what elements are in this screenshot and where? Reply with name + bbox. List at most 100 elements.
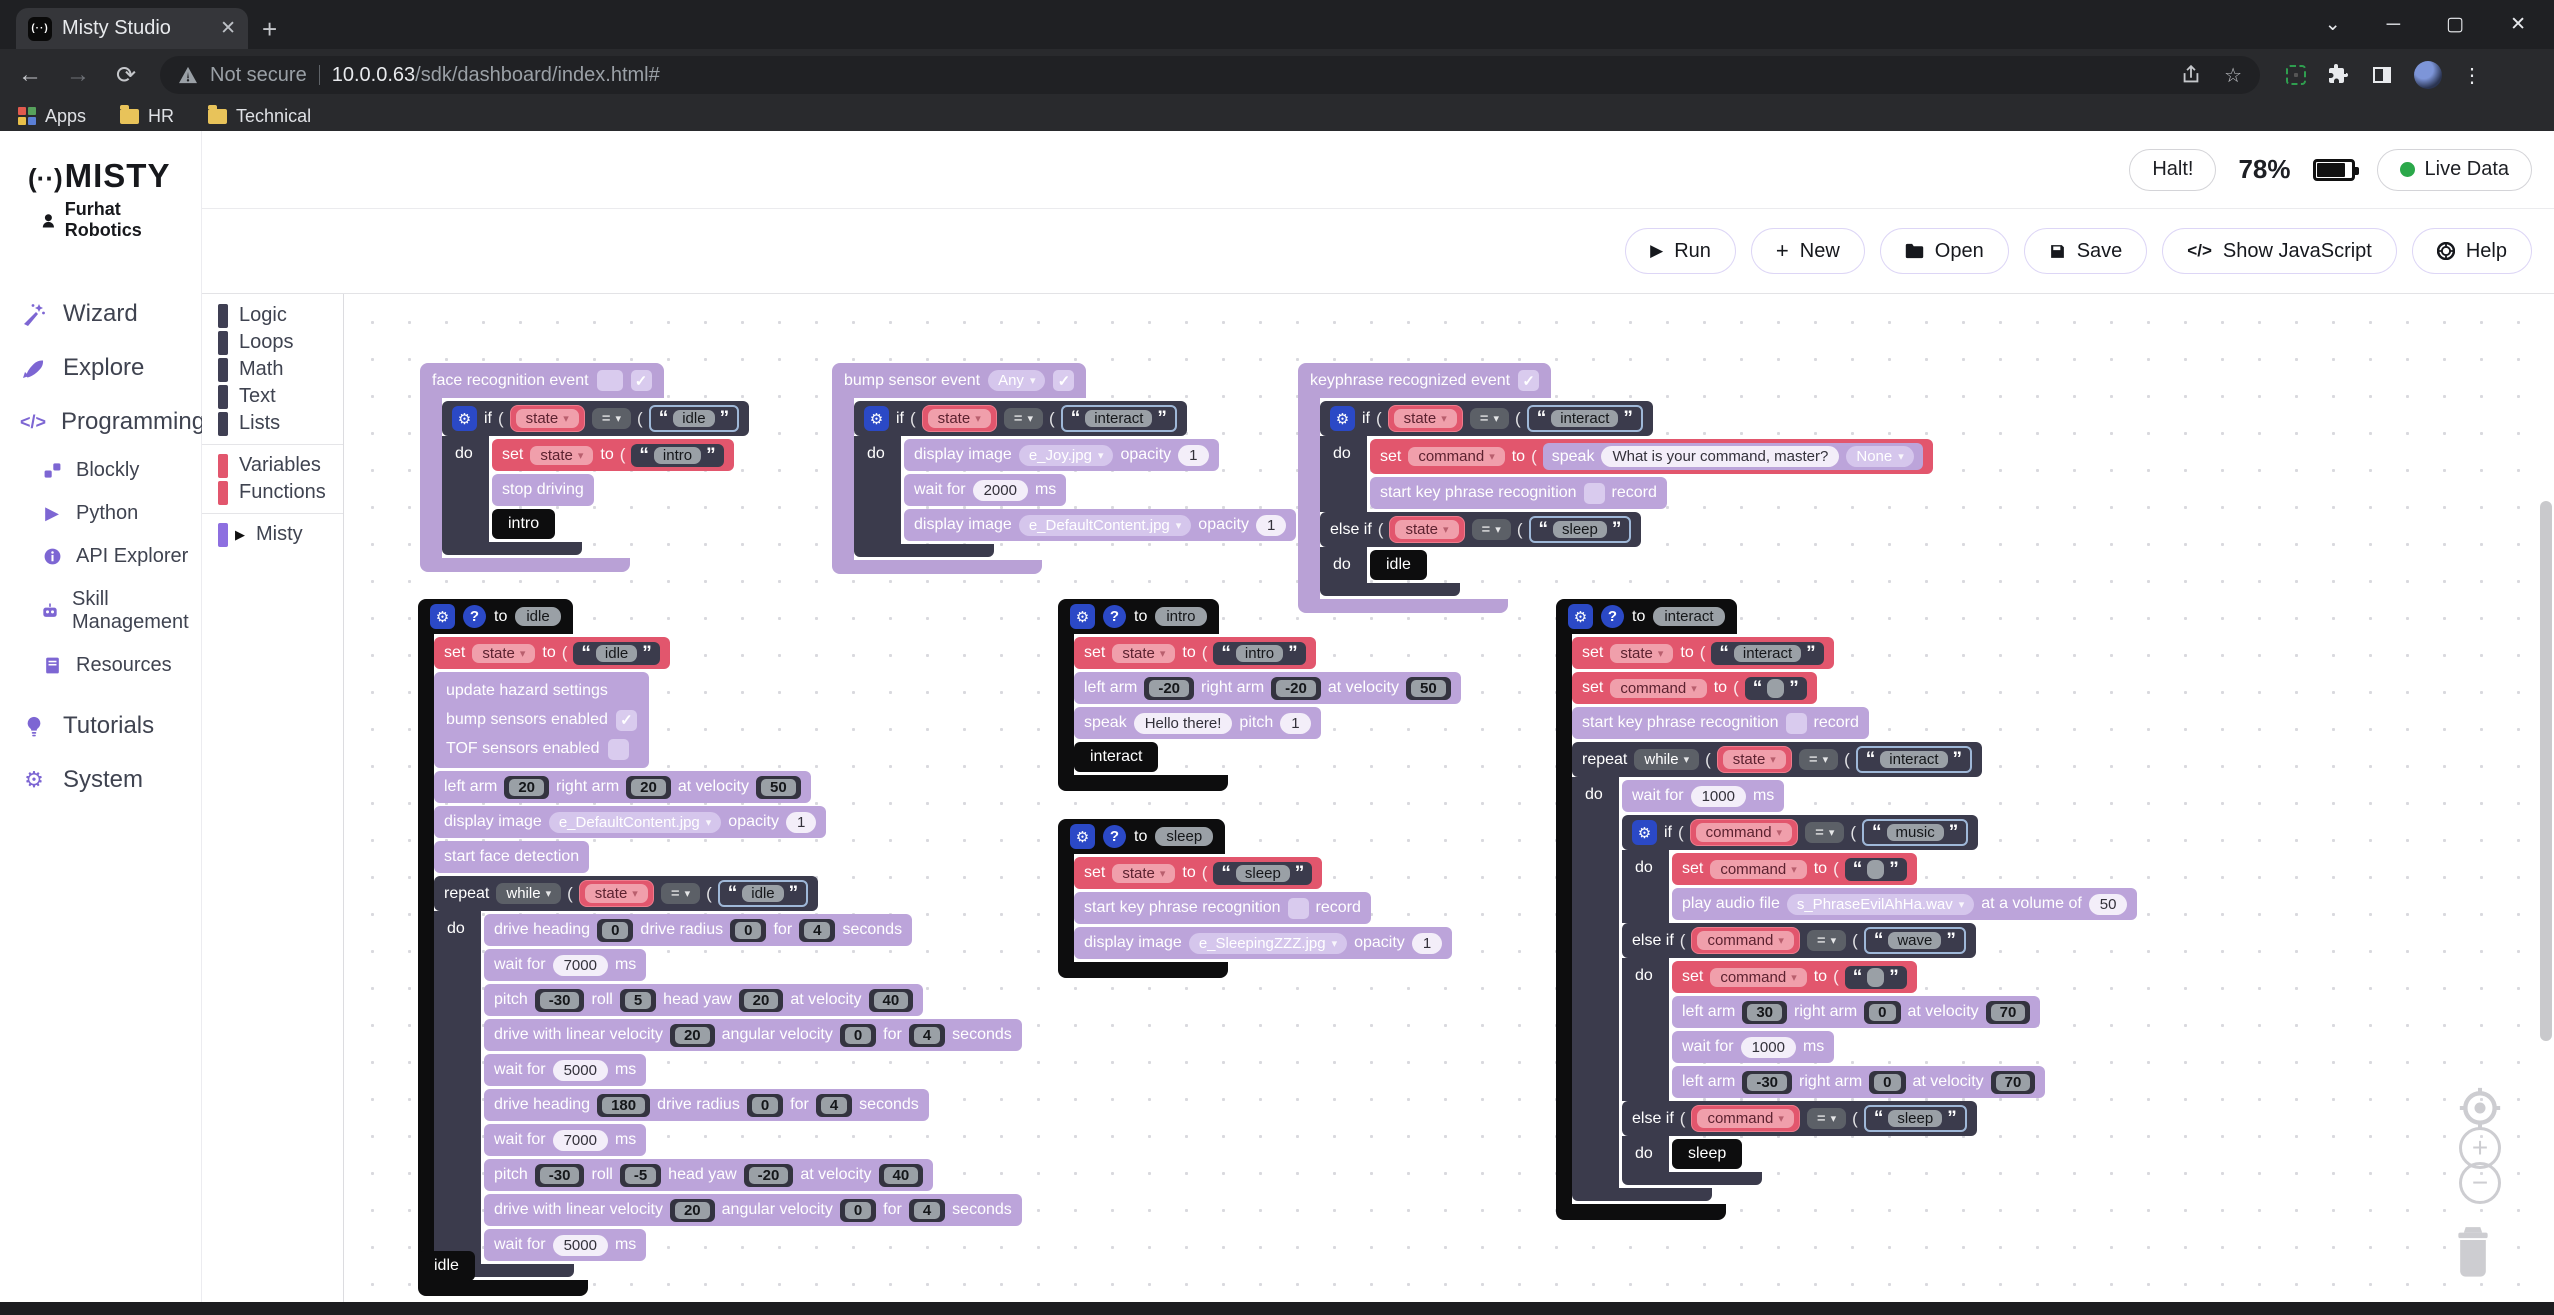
condition-row[interactable]: ⚙if(command▾=▾(“music”: [1622, 815, 1979, 850]
misty-statement-block[interactable]: stop driving: [492, 474, 594, 506]
number-socket[interactable]: 4: [799, 918, 836, 942]
number-value[interactable]: 0: [844, 1201, 872, 1219]
number-socket[interactable]: 0: [1864, 1000, 1901, 1024]
number-socket[interactable]: -20: [743, 1163, 794, 1187]
bookmark-apps[interactable]: Apps: [18, 106, 86, 127]
sidebar-item-wizard[interactable]: Wizard: [0, 287, 201, 341]
tab-close-icon[interactable]: ✕: [220, 18, 236, 39]
checkbox-field-checked[interactable]: ✓: [630, 370, 652, 391]
number-value[interactable]: -30: [539, 991, 580, 1009]
reload-icon[interactable]: ⟳: [115, 61, 137, 89]
string-block[interactable]: “intro”: [1213, 641, 1306, 665]
operator-dropdown[interactable]: while▾: [496, 883, 562, 904]
string-block[interactable]: “sleep”: [1863, 1105, 1967, 1132]
zoom-reset-button[interactable]: [2458, 1086, 2502, 1135]
text-field[interactable]: 2000: [972, 479, 1028, 501]
string-value[interactable]: sleep: [1888, 1110, 1943, 1127]
block-header[interactable]: keyphrase recognized event✓: [1298, 363, 1552, 398]
string-block[interactable]: “interact”: [1526, 405, 1643, 432]
number-value[interactable]: -30: [1747, 1073, 1788, 1091]
number-socket[interactable]: 20: [504, 775, 550, 799]
number-socket[interactable]: 5: [619, 988, 657, 1012]
sidebar-item-programming[interactable]: </> Programming: [20, 408, 206, 435]
checkbox-field-unchecked[interactable]: [1287, 897, 1309, 919]
mutator-gear-icon[interactable]: ⚙: [1070, 824, 1095, 849]
back-icon[interactable]: ←: [18, 61, 42, 88]
number-socket[interactable]: 20: [669, 1023, 715, 1047]
help-button[interactable]: Help: [2411, 228, 2532, 274]
mutator-gear-icon[interactable]: ⚙: [864, 406, 889, 431]
number-value[interactable]: 180: [602, 1096, 646, 1114]
string-value[interactable]: music: [1886, 824, 1944, 841]
operator-dropdown[interactable]: =▾: [1806, 1108, 1847, 1129]
variable-field[interactable]: command▾: [1710, 859, 1807, 879]
number-value[interactable]: 4: [804, 921, 831, 939]
string-value[interactable]: [1867, 859, 1885, 879]
mutator-gear-icon[interactable]: ⚙: [1568, 604, 1593, 629]
run-button[interactable]: ▶Run: [1625, 228, 1736, 274]
new-tab-button[interactable]: +: [262, 14, 278, 44]
number-socket[interactable]: 0: [1869, 1070, 1906, 1094]
number-value[interactable]: -5: [624, 1166, 657, 1184]
dropdown-field[interactable]: e_DefaultContent.jpg▾: [548, 811, 722, 833]
live-data-button[interactable]: Live Data: [2376, 148, 2532, 191]
dropdown-field[interactable]: e_SleepingZZZ.jpg▾: [1188, 932, 1348, 954]
string-value[interactable]: [1867, 967, 1885, 987]
string-block[interactable]: “idle”: [573, 641, 660, 665]
number-value[interactable]: 4: [820, 1096, 848, 1114]
number-socket[interactable]: 40: [868, 988, 914, 1012]
dropdown-field[interactable]: s_PhraseEvilAhHa.wav▾: [1786, 893, 1975, 915]
string-value[interactable]: interact: [1085, 410, 1153, 427]
variable-block[interactable]: state▾: [509, 405, 585, 432]
toolbox-category-lists[interactable]: Lists: [202, 410, 343, 437]
number-value[interactable]: 20: [743, 991, 779, 1009]
condition-row[interactable]: ⚙if(state▾=▾(“idle”: [442, 401, 750, 436]
chevron-down-icon[interactable]: ⌄: [2324, 14, 2341, 35]
share-icon[interactable]: [2180, 64, 2202, 86]
number-socket[interactable]: -5: [619, 1163, 662, 1187]
dropdown-field[interactable]: None▾: [1846, 446, 1914, 467]
number-value[interactable]: 40: [873, 991, 909, 1009]
sidebar-item-explore[interactable]: Explore: [0, 341, 201, 395]
function-name-field[interactable]: intro: [1155, 607, 1207, 626]
function-name-field[interactable]: interact: [1653, 607, 1725, 626]
toolbox-category-variables[interactable]: Variables: [202, 452, 343, 479]
text-field[interactable]: 1: [1178, 444, 1209, 466]
number-socket[interactable]: -20: [1271, 676, 1321, 700]
checkbox-field-unchecked[interactable]: [1785, 712, 1807, 734]
text-field[interactable]: 1: [1256, 514, 1287, 536]
number-value[interactable]: 30: [1747, 1003, 1783, 1021]
number-value[interactable]: 20: [631, 778, 666, 796]
function-name-field[interactable]: idle: [515, 607, 561, 626]
function-call-block[interactable]: idle: [418, 1251, 475, 1281]
function-call-block[interactable]: intro: [492, 509, 556, 539]
text-field[interactable]: 1: [1280, 712, 1311, 734]
browser-tab[interactable]: (··) Misty Studio ✕: [16, 8, 248, 49]
variable-field[interactable]: state▾: [472, 643, 536, 663]
text-field[interactable]: 1000: [1740, 1036, 1796, 1058]
halt-button[interactable]: Halt!: [2129, 148, 2217, 191]
number-value[interactable]: 50: [760, 778, 796, 796]
number-socket[interactable]: 70: [1985, 1000, 2031, 1024]
condition-row[interactable]: ⚙if(state▾=▾(“interact”: [854, 401, 1187, 436]
mutator-gear-icon[interactable]: ⚙: [1632, 820, 1657, 845]
help-icon[interactable]: ?: [1103, 605, 1126, 628]
string-value[interactable]: wave: [1888, 932, 1942, 949]
string-value[interactable]: idle: [595, 644, 638, 662]
mutator-gear-icon[interactable]: ⚙: [430, 604, 455, 629]
help-icon[interactable]: ?: [1601, 605, 1624, 628]
